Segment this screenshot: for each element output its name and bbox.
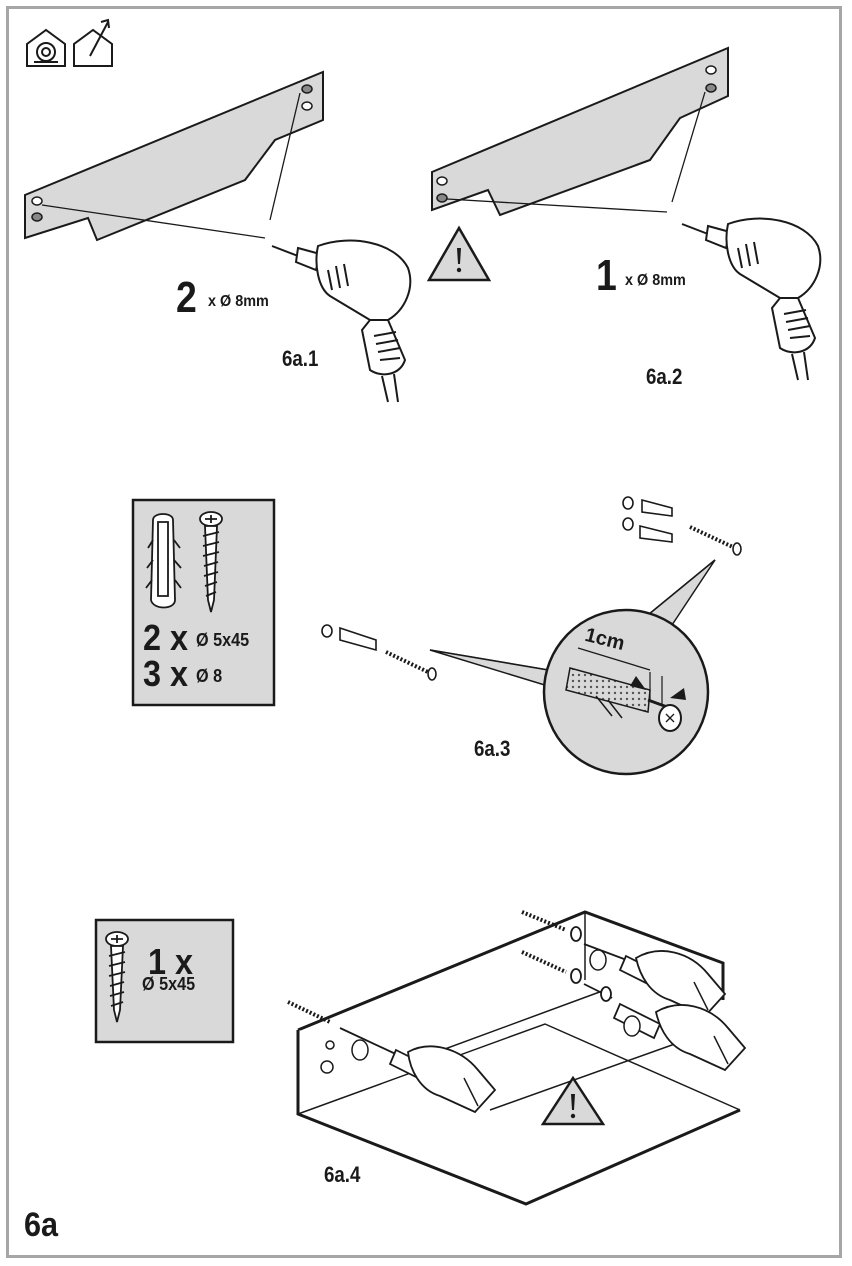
hole-count-6a1: 2 (176, 273, 197, 322)
warning-icon (426, 225, 492, 282)
bracket-6a2 (431, 46, 729, 217)
parts-box-1-spec-row1: Ø 5x45 (196, 630, 250, 650)
figure-title: 6a (24, 1206, 59, 1244)
parts-box-1-spec-row2: Ø 8 (196, 666, 223, 686)
step-label-6a4: 6a.4 (324, 1162, 361, 1187)
detail-magnifier (429, 559, 716, 776)
hand-screwdriver-icon (521, 910, 727, 1018)
parts-box-2-qty: 1 x (148, 941, 194, 982)
wall-plug-icon (145, 513, 182, 609)
drill-icon (271, 239, 412, 403)
hole-spec-6a1: x Ø 8mm (208, 293, 269, 310)
hole-spec-6a2: x Ø 8mm (625, 272, 686, 289)
parts-box-1-qty-row1: 2 x (143, 617, 189, 658)
step-label-6a1: 6a.1 (282, 346, 319, 371)
bracket-6a1 (24, 70, 324, 242)
parts-box-2-spec: Ø 5x45 (142, 974, 196, 994)
screw-icon (105, 931, 129, 1023)
page-frame (6, 6, 842, 1258)
screw-icon (199, 511, 223, 613)
step-label-6a2: 6a.2 (646, 364, 683, 389)
hand-screwdriver-icon (287, 1000, 497, 1114)
parts-box-2 (94, 918, 235, 1044)
hole-count-6a2: 1 (596, 251, 617, 300)
step-label-6a3: 6a.3 (474, 736, 511, 761)
drill-icon (681, 217, 822, 381)
warning-icon (540, 1075, 606, 1126)
parts-box-1 (131, 498, 276, 707)
parts-box-1-qty-row2: 3 x (143, 653, 189, 694)
house-recirculation-icon (26, 28, 66, 67)
house-extraction-icon (73, 18, 113, 67)
hand-screwdriver-icon (521, 950, 747, 1072)
